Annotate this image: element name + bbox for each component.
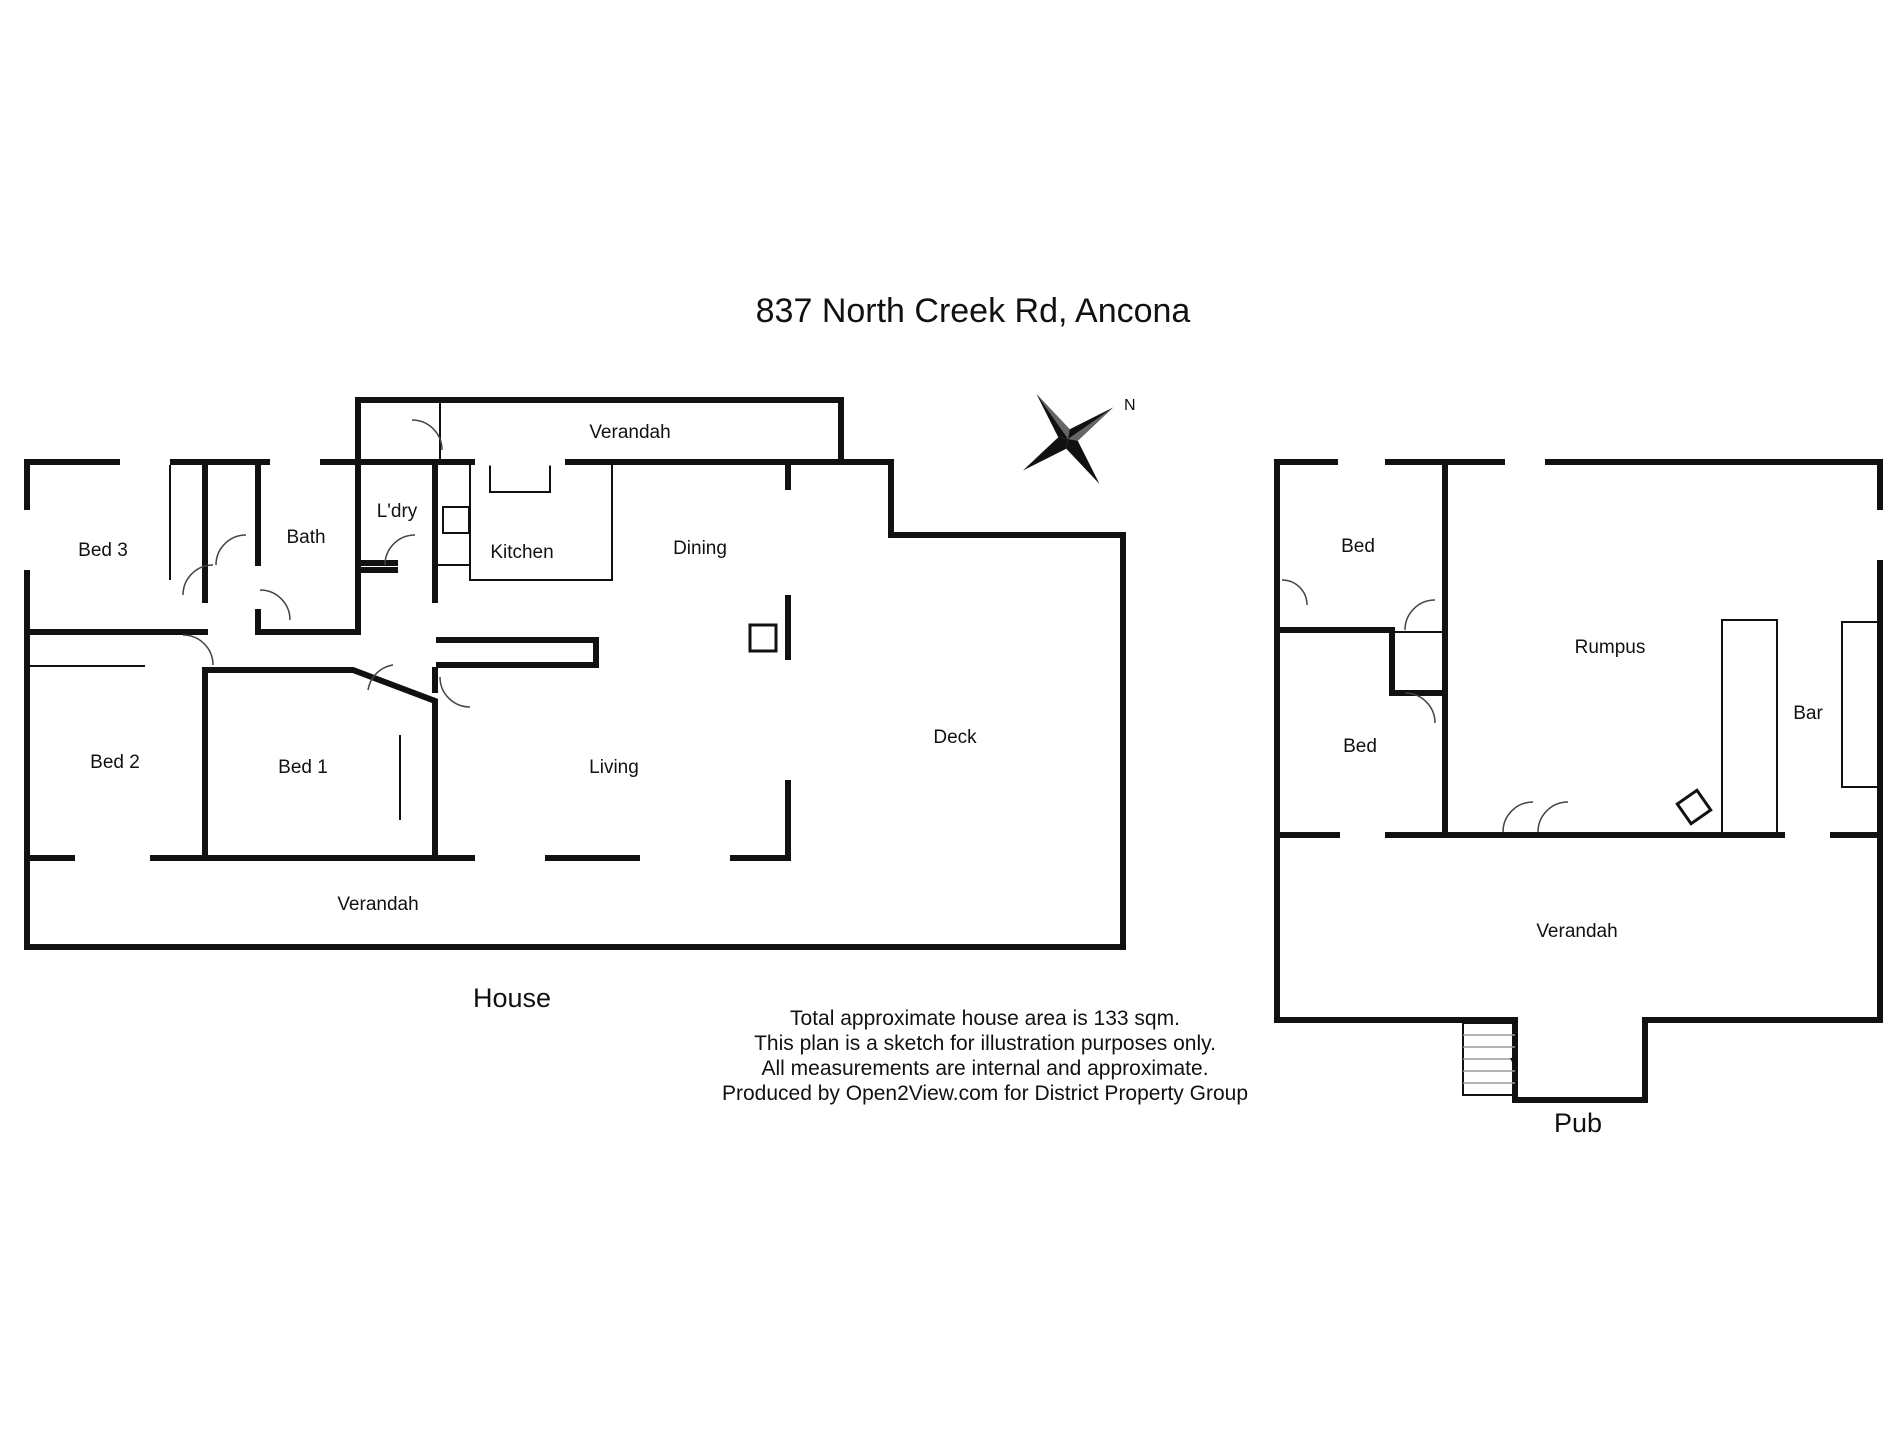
note-producer: Produced by Open2View.com for District P… (722, 1082, 1248, 1105)
room-label-bed3: Bed 3 (78, 540, 128, 561)
room-label-pub-bed-top: Bed (1341, 536, 1375, 557)
room-label-verandah-top: Verandah (589, 422, 670, 443)
room-label-bed1: Bed 1 (278, 757, 328, 778)
note-sketch: This plan is a sketch for illustration p… (754, 1032, 1216, 1055)
room-label-rumpus: Rumpus (1575, 637, 1646, 658)
house-plan-name: House (473, 983, 551, 1013)
room-label-living: Living (589, 757, 639, 778)
room-label-deck: Deck (933, 727, 977, 748)
plan-title: 837 North Creek Rd, Ancona (756, 292, 1191, 330)
room-label-pub-verandah: Verandah (1536, 921, 1617, 942)
plan-notes: Total approximate house area is 133 sqm.… (722, 1007, 1248, 1105)
room-label-bed2: Bed 2 (90, 752, 140, 773)
house-outer-wall (24, 459, 1126, 950)
pub-plan: Bed Bed Rumpus Bar Verandah (1274, 458, 1884, 1103)
note-area: Total approximate house area is 133 sqm. (790, 1007, 1180, 1030)
compass-north-label: N (1124, 397, 1136, 414)
room-label-pub-bed-bottom: Bed (1343, 736, 1377, 757)
room-label-bar: Bar (1793, 703, 1823, 724)
note-measurements: All measurements are internal and approx… (761, 1057, 1208, 1080)
room-label-laundry: L'dry (377, 501, 418, 522)
room-label-bath: Bath (286, 527, 325, 548)
house-top-verandah-outline (355, 397, 844, 468)
room-label-dining: Dining (673, 538, 727, 559)
room-label-verandah-bottom: Verandah (337, 894, 418, 915)
room-label-kitchen: Kitchen (490, 542, 553, 563)
compass-icon (1022, 393, 1114, 485)
stairs-icon (1462, 1022, 1518, 1096)
house-plan: Verandah Bed 3 Bath L'dry Kitchen Dining… (23, 397, 1126, 950)
pub-plan-name: Pub (1554, 1108, 1602, 1138)
pub-outer-wall (1274, 459, 1883, 1103)
